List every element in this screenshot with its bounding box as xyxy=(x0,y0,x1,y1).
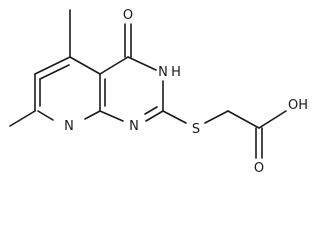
atom-nh-nitrogen: N xyxy=(158,65,168,80)
atom-ring-n1: N xyxy=(129,119,139,134)
bond-s-ch2 xyxy=(204,110,229,124)
atom-nh-hydrogen: H xyxy=(171,65,181,80)
atom-label-set: O N H N N S OH O xyxy=(64,8,308,176)
bond-c-oh xyxy=(258,110,287,129)
bond-c2-n1 xyxy=(145,110,164,122)
bond-ch2-cooh xyxy=(227,110,260,129)
atom-acid-oxygen: O xyxy=(254,161,264,176)
molecule-structure-diagram: O N H N N S OH O xyxy=(9,8,308,176)
atom-sulfur: S xyxy=(192,122,200,137)
atom-carbonyl-oxygen: O xyxy=(123,8,133,23)
bond-c5-c4a xyxy=(69,56,101,75)
bond-methyl-c7 xyxy=(9,110,36,127)
bond-c4-n3 xyxy=(127,56,157,71)
bond-c8a-n8 xyxy=(84,110,101,120)
atom-ring-n8: N xyxy=(64,119,74,134)
bond-n1-c8a xyxy=(99,110,124,122)
bond-c6-c5 xyxy=(34,56,71,75)
bond-n8-c7 xyxy=(37,110,54,121)
bond-c2-n1-inner xyxy=(144,106,158,115)
bond-set xyxy=(9,9,287,159)
bond-c4a-c4 xyxy=(99,56,129,75)
atom-acid-oh: OH xyxy=(288,98,308,113)
bond-c6-c5-inner xyxy=(39,64,70,80)
bond-c2-s xyxy=(162,110,187,124)
